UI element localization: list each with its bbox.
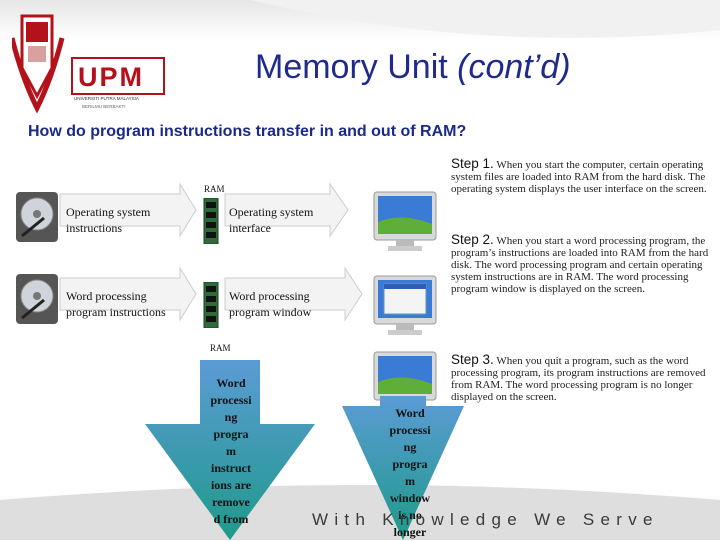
logo-text: UPM [78,62,144,92]
down_arrow_1_lines-line: ions are [210,478,252,492]
step-1-heading: Step 1. [451,156,494,171]
down_arrow_1_lines-line: d from [213,512,249,526]
window-no-longer-text: Word processi ng progra m window is no longer [380,405,440,541]
title-italic: (cont’d) [457,48,571,86]
monitor-icon-2 [373,275,437,335]
step-1-text: When you start the computer, certain ope… [451,159,707,195]
down_arrow_1_lines-line: remove [212,495,250,509]
monitor-icon-3 [373,351,437,411]
step-3-heading: Step 3. [451,352,494,367]
down_arrow_2_lines-line: m [405,474,415,488]
arrow-wp-to-ram-icon [59,266,197,322]
step-1: Step 1. When you start the computer, cer… [451,156,713,195]
down_arrow_2_lines-line: longer [393,525,427,539]
down-arrow-window-icon [342,396,464,540]
title-main: Memory Unit [255,48,448,86]
down_arrow_2_lines-line: ng [403,440,417,454]
removed-instructions-text: Word processi ng progra m instruct ions are rem… [196,375,266,528]
down_arrow_1_lines-line: instruct [211,461,251,475]
upm-logo: UPM UNIVERSITI PUTRA MALAYSIA BERILMU BE… [9,8,212,116]
ram-chip-icon-1 [203,198,219,244]
step-2-heading: Step 2. [451,232,494,247]
os-instructions-label: Operating system instructions [66,205,151,235]
down_arrow_1_lines-line: m [226,444,236,458]
down_arrow_1_lines-line: processi [210,393,252,407]
step-2: Step 2. When you start a word processing… [451,232,713,295]
subtitle: How do program instructions transfer in … [28,123,467,140]
logo-subtext-2: BERILMU BERBAKTI [82,104,126,109]
down_arrow_1_lines-line: ng [224,410,238,424]
page-title: Memory Unit (cont’d) [255,48,571,87]
arrow-ram-to-screen-icon [224,182,349,238]
os-interface-label: Operating system interface [229,205,314,235]
wp-window-label: Word processing program window [229,289,312,319]
down_arrow_2_lines-line: Word [395,406,425,420]
flow-arrows [59,182,363,322]
footer-motto: With Knowledge We Serve [312,510,659,529]
down_arrow_2_lines-line: is no [398,508,422,522]
university-crest-icon [9,14,165,114]
step-2-text: When you start a word processing program… [451,235,709,295]
down_arrow_2_lines-line: progra [392,457,428,471]
down-arrow-removed-icon [145,360,315,540]
down_arrow_2_lines-line: processi [389,423,431,437]
down_arrow_1_lines-line: Word [216,376,246,390]
ram-label-1: RAM [204,184,225,194]
hard-disk-icon-1 [16,192,58,242]
hard-disk-icon-2 [16,274,58,324]
arrow-os-to-ram-icon [59,182,197,238]
monitor-icon-1 [373,191,437,251]
logo-subtext-1: UNIVERSITI PUTRA MALAYSIA [74,96,139,101]
down_arrow_2_lines-line: window [389,491,430,505]
step-3-text: When you quit a program, such as the wor… [451,355,706,403]
wp-instructions-label: Word processing program instructions [66,289,166,319]
down_arrow_1_lines-line: progra [213,427,249,441]
ram-chip-icon-2 [203,282,219,328]
step-3: Step 3. When you quit a program, such as… [451,352,717,403]
ram-label-2: RAM [210,343,231,353]
arrow-ram-to-window-icon [224,266,363,322]
